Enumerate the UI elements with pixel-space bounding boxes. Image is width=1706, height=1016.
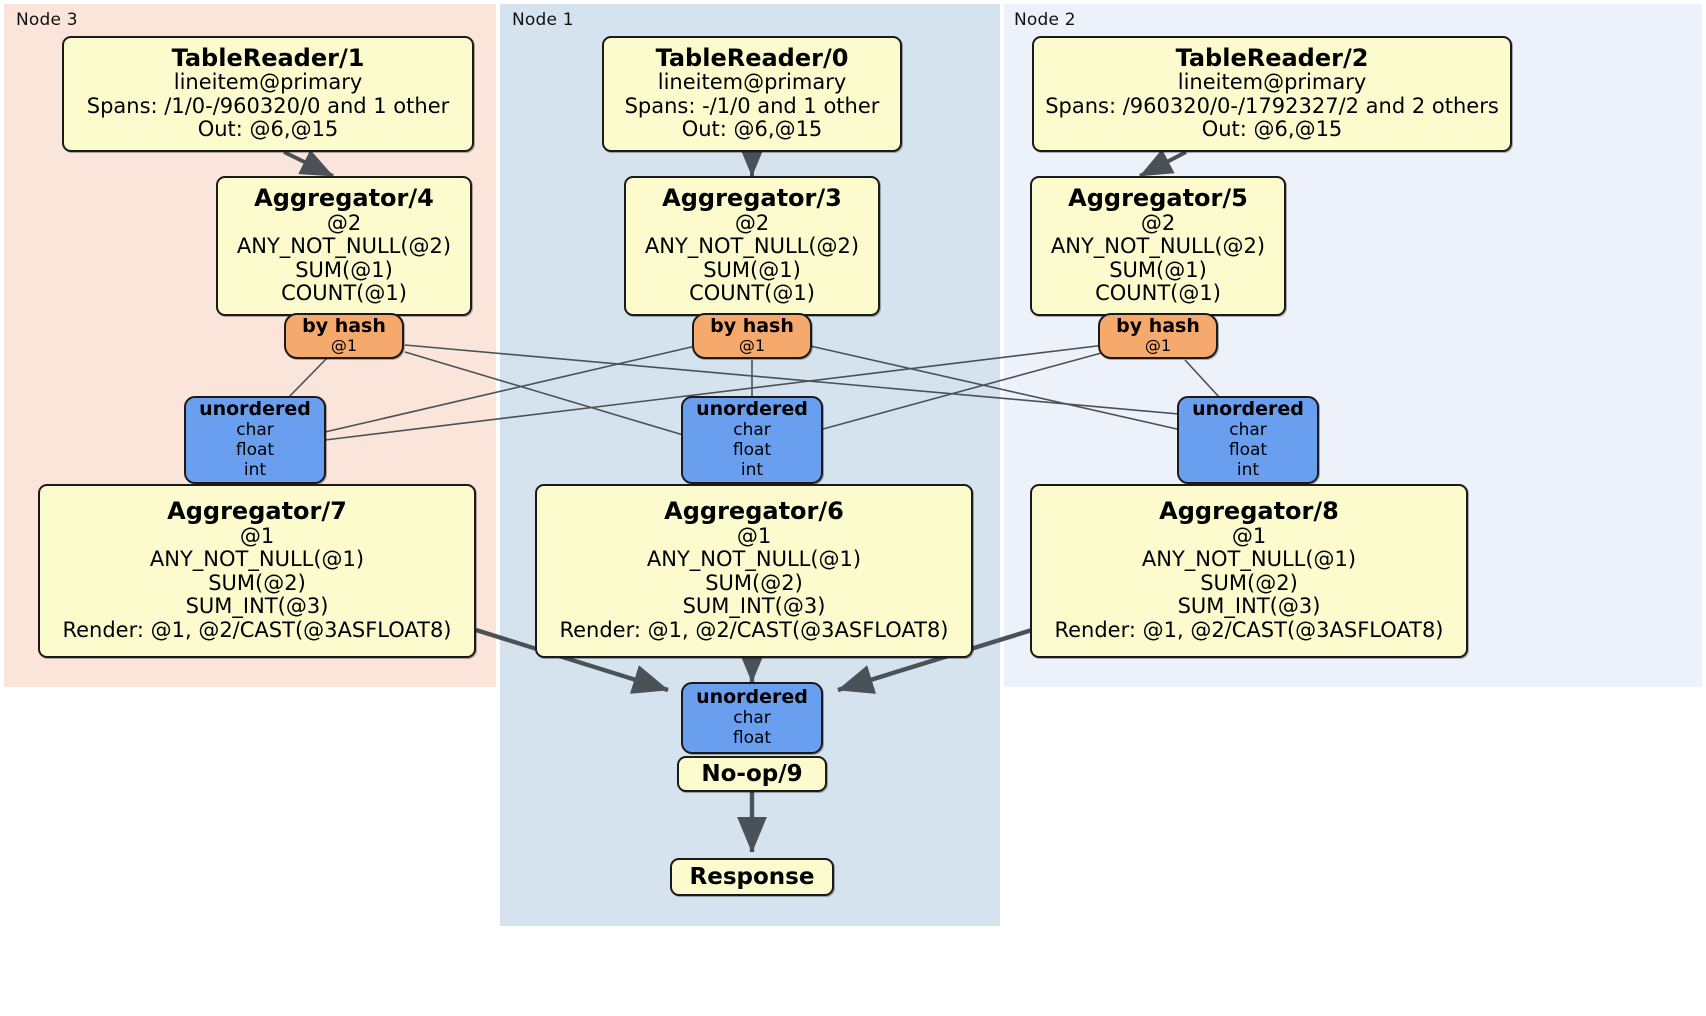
table-reader-title: TableReader/1	[171, 44, 365, 72]
sync-type-3: int	[243, 459, 267, 480]
sync-type-1: char	[733, 707, 771, 728]
aggregator-group: @2	[734, 210, 770, 235]
sync-unordered-node-3[interactable]: unordered char float int	[184, 396, 326, 484]
hash-router-node-2[interactable]: by hash @1	[1098, 313, 1218, 359]
sync-type-2: float	[732, 727, 772, 748]
sync-unordered-node-2[interactable]: unordered char float int	[1177, 396, 1319, 484]
aggregator-func-3: SUM_INT(@3)	[682, 594, 826, 619]
aggregator-group: @1	[1231, 523, 1267, 548]
sync-type-3: int	[740, 459, 764, 480]
sync-title: unordered	[696, 397, 808, 420]
sync-title: unordered	[1192, 397, 1304, 420]
sync-type-2: float	[1228, 439, 1268, 460]
aggregator-render: Render: @1, @2/CAST(@3ASFLOAT8)	[559, 617, 949, 642]
table-reader-spans: Spans: /1/0-/960320/0 and 1 other	[86, 93, 450, 118]
router-column: @1	[738, 336, 766, 356]
aggregator-second-node-3[interactable]: Aggregator/7 @1 ANY_NOT_NULL(@1) SUM(@2)…	[38, 484, 476, 658]
aggregator-func-3: COUNT(@1)	[1095, 281, 1221, 306]
panel-label-node-1: Node 1	[512, 10, 574, 30]
aggregator-second-node-1[interactable]: Aggregator/6 @1 ANY_NOT_NULL(@1) SUM(@2)…	[535, 484, 973, 658]
table-reader-spans: Spans: -/1/0 and 1 other	[624, 93, 880, 118]
aggregator-func-1: ANY_NOT_NULL(@1)	[149, 547, 365, 572]
router-title: by hash	[302, 315, 386, 338]
response-node[interactable]: Response	[670, 858, 834, 896]
aggregator-second-node-2[interactable]: Aggregator/8 @1 ANY_NOT_NULL(@1) SUM(@2)…	[1030, 484, 1468, 658]
aggregator-func-2: SUM(@2)	[208, 570, 306, 595]
sync-title: unordered	[696, 685, 808, 708]
table-reader-table: lineitem@primary	[173, 70, 363, 95]
aggregator-title: Aggregator/3	[662, 184, 842, 213]
aggregator-func-1: ANY_NOT_NULL(@1)	[1141, 547, 1357, 572]
aggregator-func-2: SUM(@2)	[1200, 570, 1298, 595]
router-title: by hash	[1116, 315, 1200, 338]
table-reader-out: Out: @6,@15	[681, 117, 823, 142]
response-title: Response	[689, 863, 815, 890]
table-reader-node-2[interactable]: TableReader/2 lineitem@primary Spans: /9…	[1032, 36, 1512, 152]
router-column: @1	[330, 336, 358, 356]
aggregator-title: Aggregator/7	[167, 497, 347, 526]
aggregator-func-3: COUNT(@1)	[281, 281, 407, 306]
table-reader-node-1[interactable]: TableReader/0 lineitem@primary Spans: -/…	[602, 36, 902, 152]
table-reader-spans: Spans: /960320/0-/1792327/2 and 2 others	[1045, 93, 1499, 118]
sync-type-1: char	[1229, 419, 1267, 440]
aggregator-group: @1	[736, 523, 772, 548]
aggregator-group: @2	[1140, 210, 1176, 235]
sync-unordered-node-1[interactable]: unordered char float int	[681, 396, 823, 484]
panel-label-node-2: Node 2	[1014, 10, 1076, 30]
router-title: by hash	[710, 315, 794, 338]
aggregator-title: Aggregator/5	[1068, 184, 1248, 213]
aggregator-title: Aggregator/6	[664, 497, 844, 526]
sync-type-2: float	[732, 439, 772, 460]
aggregator-func-2: SUM(@1)	[703, 257, 801, 282]
sync-type-1: char	[236, 419, 274, 440]
panel-label-node-3: Node 3	[16, 10, 78, 30]
sync-type-3: int	[1236, 459, 1260, 480]
table-reader-table: lineitem@primary	[657, 70, 847, 95]
table-reader-table: lineitem@primary	[1177, 70, 1367, 95]
aggregator-title: Aggregator/4	[254, 184, 434, 213]
table-reader-node-3[interactable]: TableReader/1 lineitem@primary Spans: /1…	[62, 36, 474, 152]
aggregator-func-2: SUM(@1)	[295, 257, 393, 282]
sync-type-1: char	[733, 419, 771, 440]
aggregator-func-1: ANY_NOT_NULL(@1)	[646, 547, 862, 572]
no-op-processor[interactable]: No-op/9	[677, 756, 827, 792]
aggregator-title: Aggregator/8	[1159, 497, 1339, 526]
hash-router-node-3[interactable]: by hash @1	[284, 313, 404, 359]
aggregator-func-3: COUNT(@1)	[689, 281, 815, 306]
sync-type-2: float	[235, 439, 275, 460]
aggregator-func-1: ANY_NOT_NULL(@2)	[644, 234, 860, 259]
aggregator-func-1: ANY_NOT_NULL(@2)	[1050, 234, 1266, 259]
aggregator-func-1: ANY_NOT_NULL(@2)	[236, 234, 452, 259]
aggregator-func-2: SUM(@1)	[1109, 257, 1207, 282]
table-reader-out: Out: @6,@15	[1201, 117, 1343, 142]
aggregator-first-node-1[interactable]: Aggregator/3 @2 ANY_NOT_NULL(@2) SUM(@1)…	[624, 176, 880, 316]
table-reader-title: TableReader/0	[655, 44, 849, 72]
no-op-title: No-op/9	[701, 760, 803, 787]
aggregator-func-2: SUM(@2)	[705, 570, 803, 595]
aggregator-group: @2	[326, 210, 362, 235]
aggregator-render: Render: @1, @2/CAST(@3ASFLOAT8)	[62, 617, 452, 642]
aggregator-render: Render: @1, @2/CAST(@3ASFLOAT8)	[1054, 617, 1444, 642]
table-reader-title: TableReader/2	[1175, 44, 1369, 72]
sync-title: unordered	[199, 397, 311, 420]
sync-unordered-final[interactable]: unordered char float	[681, 682, 823, 754]
hash-router-node-1[interactable]: by hash @1	[692, 313, 812, 359]
aggregator-func-3: SUM_INT(@3)	[1177, 594, 1321, 619]
aggregator-first-node-2[interactable]: Aggregator/5 @2 ANY_NOT_NULL(@2) SUM(@1)…	[1030, 176, 1286, 316]
router-column: @1	[1144, 336, 1172, 356]
aggregator-func-3: SUM_INT(@3)	[185, 594, 329, 619]
table-reader-out: Out: @6,@15	[197, 117, 339, 142]
aggregator-group: @1	[239, 523, 275, 548]
aggregator-first-node-3[interactable]: Aggregator/4 @2 ANY_NOT_NULL(@2) SUM(@1)…	[216, 176, 472, 316]
